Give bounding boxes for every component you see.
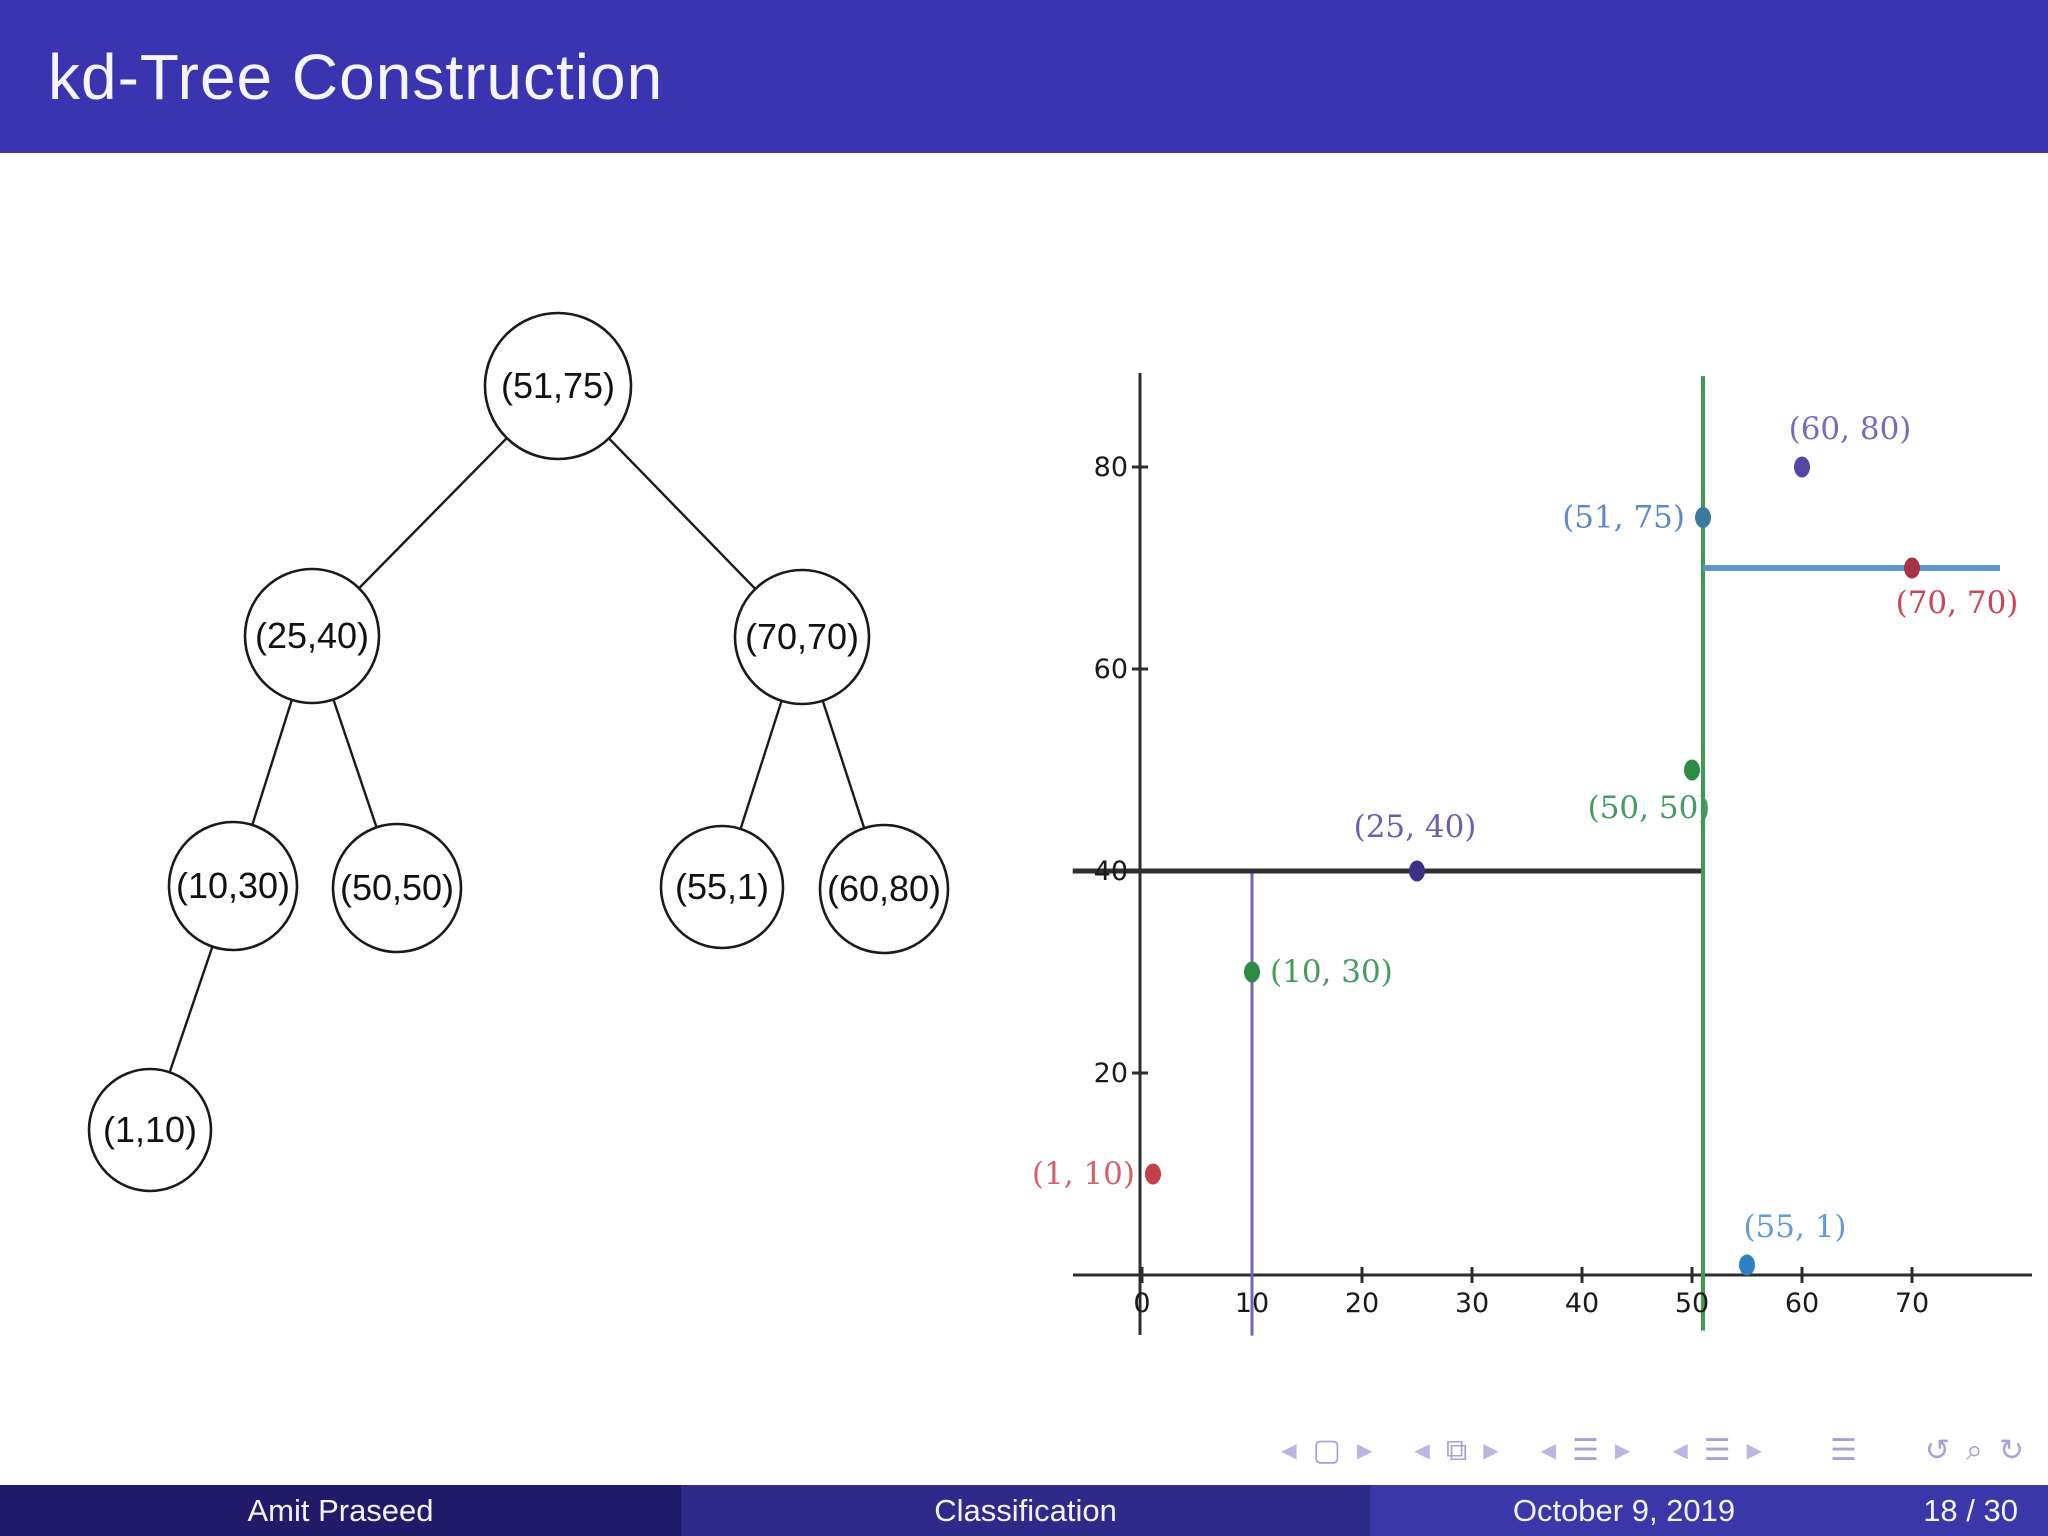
tree-edge <box>739 700 783 830</box>
redo-icon[interactable]: ↻ <box>1998 1434 2024 1467</box>
x-tick-label-70: 70 <box>1895 1288 1929 1319</box>
tree-node-label-55-1: (55,1) <box>675 866 769 907</box>
tree-node-70-70 <box>733 568 871 706</box>
slide-forward-icon[interactable]: ▶ <box>1357 1440 1373 1462</box>
data-point-label-50-50: (50, 50) <box>1588 790 1711 826</box>
slide-back-icon[interactable]: ◀ <box>1281 1440 1297 1462</box>
tree-node-label-1-10: (1,10) <box>103 1109 197 1150</box>
section-forward-icon[interactable]: ▶ <box>1746 1440 1762 1462</box>
nav-group: ◀ ☰ ▶ <box>1533 1436 1639 1466</box>
tree-node-51-75 <box>483 311 633 461</box>
undo-icon[interactable]: ↺ <box>1924 1434 1951 1467</box>
search-icon[interactable]: ⌕ <box>1966 1434 1983 1467</box>
tree-node-label-10-30: (10,30) <box>176 865 290 906</box>
frames-icon[interactable]: ⧉ <box>1445 1434 1468 1467</box>
tree-node-label-50-50: (50,50) <box>340 867 454 908</box>
x-tick-label-60: 60 <box>1785 1288 1819 1319</box>
nav-group: ☰ <box>1822 1436 1865 1466</box>
x-tick-label-50: 50 <box>1675 1288 1709 1319</box>
data-point-10-30 <box>1244 961 1260 983</box>
x-tick-label-10: 10 <box>1235 1288 1269 1319</box>
y-tick-label-20: 20 <box>1094 1058 1128 1089</box>
data-point-label-55-1: (55, 1) <box>1743 1209 1846 1245</box>
page-title: kd-Tree Construction <box>48 40 664 113</box>
data-point-label-51-75: (51, 75) <box>1562 500 1685 536</box>
tree-edge <box>608 437 757 590</box>
tree-node-1-10 <box>87 1067 213 1193</box>
title-bar: kd-Tree Construction <box>0 0 2048 153</box>
nav-group: ◀ ▢ ▶ <box>1273 1436 1380 1466</box>
tree-edge <box>358 437 508 590</box>
footer-page-number: 18 / 30 <box>1923 1492 2018 1528</box>
footer-author: Amit Praseed <box>247 1492 434 1528</box>
nav-group: ◀ ⧉ ▶ <box>1406 1436 1506 1466</box>
frame-forward-icon[interactable]: ▶ <box>1483 1440 1499 1462</box>
x-tick-label-30: 30 <box>1455 1288 1489 1319</box>
tree-edge <box>251 699 293 826</box>
data-point-label-60-80: (60, 80) <box>1789 411 1912 447</box>
data-point-label-1-10: (1, 10) <box>1032 1156 1135 1192</box>
footer-author-segment: Amit Praseed <box>0 1485 681 1536</box>
subsection-forward-icon[interactable]: ▶ <box>1614 1440 1631 1462</box>
footer-date-segment: October 9, 2019 18 / 30 <box>1370 1485 2048 1536</box>
footer-section-segment: Classification <box>681 1485 1370 1536</box>
tree-edge <box>821 700 866 829</box>
tree-node-60-80 <box>818 823 950 955</box>
frame-icon[interactable]: ▢ <box>1312 1434 1342 1467</box>
footer-bar: Amit Praseed Classification October 9, 2… <box>0 1485 2048 1536</box>
x-tick-label-40: 40 <box>1565 1288 1599 1319</box>
section-back-icon[interactable]: ◀ <box>1672 1440 1688 1462</box>
data-point-60-80 <box>1794 456 1810 478</box>
appendix-icon[interactable]: ☰ <box>1830 1434 1857 1467</box>
x-tick-label-20: 20 <box>1345 1288 1379 1319</box>
footer-date: October 9, 2019 <box>1512 1492 1736 1528</box>
tree-node-label-25-40: (25,40) <box>255 615 369 656</box>
data-point-50-50 <box>1684 759 1700 781</box>
tree-node-10-30 <box>167 820 299 952</box>
y-tick-label-60: 60 <box>1094 654 1128 685</box>
tree-node-55-1 <box>659 824 785 950</box>
x-tick-label-0: 0 <box>1133 1288 1150 1319</box>
tree-node-label-51-75: (51,75) <box>501 365 615 406</box>
tree-edge <box>332 699 378 828</box>
data-point-label-70-70: (70, 70) <box>1896 585 2019 621</box>
data-point-label-10-30: (10, 30) <box>1270 954 1393 990</box>
data-point-25-40 <box>1409 860 1425 882</box>
tree-node-25-40 <box>243 567 381 705</box>
data-point-1-10 <box>1145 1163 1161 1185</box>
data-point-51-75 <box>1695 507 1711 528</box>
tree-node-label-70-70: (70,70) <box>745 616 859 657</box>
data-point-70-70 <box>1904 557 1920 579</box>
frame-back-icon[interactable]: ◀ <box>1414 1440 1430 1462</box>
section-list-icon[interactable]: ☰ <box>1703 1434 1731 1467</box>
footer-section: Classification <box>934 1492 1117 1528</box>
tree-node-50-50 <box>331 822 463 954</box>
y-tick-label-40: 40 <box>1094 856 1128 887</box>
nav-group: ◀ ☰ ▶ <box>1664 1436 1770 1466</box>
data-point-label-25-40: (25, 40) <box>1354 809 1477 845</box>
beamer-navigation-bar: ◀ ▢ ▶ ◀ ⧉ ▶ ◀ ☰ ▶ ◀ ☰ ▶ ☰ ↺ ⌕ ↻ <box>1247 1430 2032 1472</box>
y-tick-label-80: 80 <box>1094 452 1128 483</box>
data-point-55-1 <box>1739 1254 1755 1276</box>
nav-group: ↺ ⌕ ↻ <box>1917 1436 2032 1466</box>
subsection-back-icon[interactable]: ◀ <box>1540 1440 1557 1462</box>
tree-node-label-60-80: (60,80) <box>827 868 941 909</box>
tree-edge <box>168 946 214 1073</box>
subsection-list-icon[interactable]: ☰ <box>1572 1434 1599 1467</box>
